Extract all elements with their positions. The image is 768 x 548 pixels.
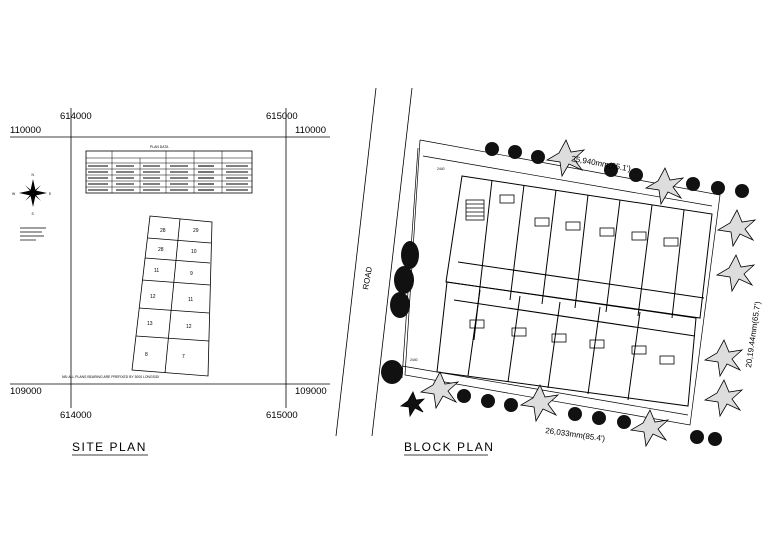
shrub-icons [399,139,757,448]
plan-data-title: PLAN DATA [150,145,169,149]
lot-label: 8 [145,352,148,358]
lot-label: 28 [158,247,164,253]
lot-label: 29 [193,228,199,234]
compass-n: N [32,173,35,177]
compass-icon: N S E W [12,173,52,216]
coord-x-top-right: 615000 [266,111,298,122]
dim-small-top: 2440 [437,167,445,171]
hedge [381,241,419,384]
lot-label: 13 [147,321,153,327]
building-outline [436,175,713,407]
dim-right: 20,19.44mm(65.7') [744,300,762,368]
block-plan-title: BLOCK PLAN [404,440,494,454]
dim-bottom: 26,033mm(85.4') [545,426,606,443]
coord-y-bottom-right: 109000 [295,386,327,397]
site-grid-lines [10,108,330,408]
lot-label: 9 [190,271,193,277]
lot-label: 28 [160,228,166,234]
coord-x-bottom-left: 614000 [60,410,92,421]
compass-note [20,227,46,241]
lot-label: 11 [188,297,193,303]
room-furniture [465,194,679,365]
lot-label: 12 [186,324,192,330]
coord-y-bottom-left: 109000 [10,386,42,397]
lot-label: 12 [150,294,156,300]
tree-icons [457,142,749,446]
compass-s: S [32,212,35,216]
block-plan: ROAD [335,87,762,456]
parcel-plan [131,215,213,377]
site-footnote: NB: ALL PLANS BEARING ARE PREFIXED BY 30… [62,375,159,379]
dim-small-bottom: 2440 [410,358,418,362]
coord-y-top-right: 110000 [295,125,326,136]
site-plan: 614000 615000 110000 110000 109000 10900… [10,108,330,456]
plan-data-table: PLAN DATA [85,145,253,194]
site-plan-title: SITE PLAN [72,440,147,454]
road-label: ROAD [361,266,374,291]
compass-e: E [49,192,52,196]
coord-x-bottom-right: 615000 [266,410,298,421]
dim-top: 25,940mm(85.1') [571,154,632,173]
lot-label: 11 [154,268,159,274]
lot-labels: 28 29 28 10 11 9 12 11 13 12 8 7 [145,228,199,360]
coord-y-top-left: 110000 [10,125,41,136]
compass-w: W [12,192,16,196]
lot-label: 7 [182,354,185,360]
coord-x-top-left: 614000 [60,111,92,122]
road [335,87,413,437]
lot-label: 10 [191,249,197,255]
